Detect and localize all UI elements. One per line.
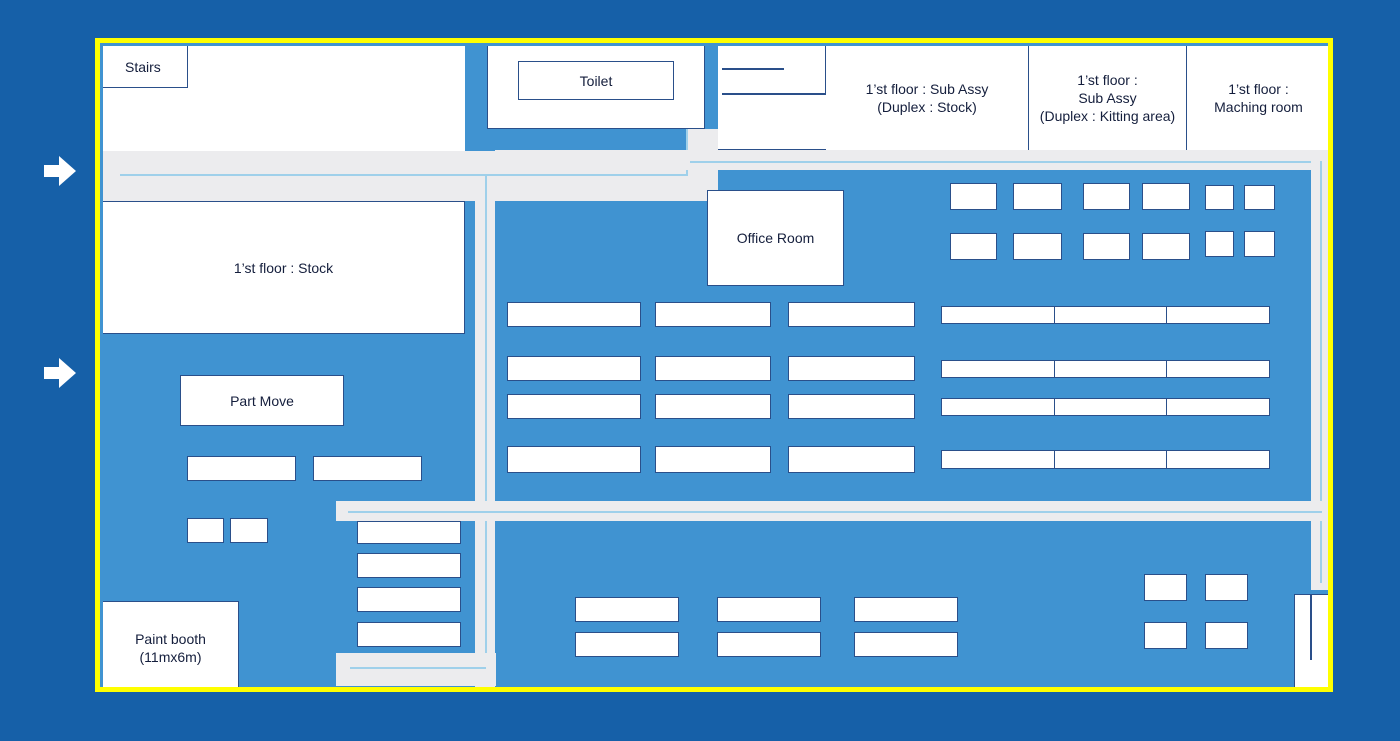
line-table xyxy=(1166,450,1270,469)
work-table xyxy=(507,302,641,327)
shelf xyxy=(357,622,461,647)
path-line xyxy=(348,511,1322,513)
office-room-label: Office Room xyxy=(736,230,815,246)
workbench xyxy=(1244,231,1275,257)
aisle-south xyxy=(336,653,496,686)
line-table xyxy=(1054,360,1167,378)
entrance-arrow-icon xyxy=(44,358,76,388)
office-room: Office Room xyxy=(707,190,844,286)
work-table xyxy=(575,597,679,622)
part-move-room: Part Move xyxy=(180,375,344,426)
work-table xyxy=(854,597,958,622)
wall-line xyxy=(722,68,784,70)
line-table xyxy=(941,398,1055,416)
workbench xyxy=(1244,185,1275,210)
work-table xyxy=(788,394,915,419)
path-line xyxy=(120,174,688,176)
stock-label: 1’st floor : Stock xyxy=(233,259,334,276)
stock-room: 1’st floor : Stock xyxy=(103,201,465,334)
path-line xyxy=(690,161,1320,163)
door-line xyxy=(1310,594,1312,660)
stairs-label: Stairs xyxy=(125,58,161,75)
line-table xyxy=(941,450,1055,469)
workbench xyxy=(1013,183,1062,210)
workbench xyxy=(1083,183,1130,210)
line-table xyxy=(1166,398,1270,416)
path-line xyxy=(485,176,487,676)
aisle-north xyxy=(495,150,1328,170)
workbench xyxy=(187,518,224,543)
workbench xyxy=(1144,622,1187,649)
path-line xyxy=(1320,161,1322,583)
entrance-arrow-icon xyxy=(44,156,76,186)
path-line xyxy=(350,667,486,669)
work-table xyxy=(655,302,771,327)
line-table xyxy=(1166,360,1270,378)
work-table xyxy=(788,356,915,381)
line-table xyxy=(1054,398,1167,416)
work-table xyxy=(717,597,821,622)
work-table xyxy=(854,632,958,657)
workbench xyxy=(1205,574,1248,601)
workbench xyxy=(1142,233,1190,260)
workbench xyxy=(1205,185,1234,210)
workbench xyxy=(950,183,997,210)
shelf xyxy=(357,521,461,544)
sub-assy-stock-room: 1’st floor : Sub Assy (Duplex : Stock) xyxy=(826,46,1028,150)
maching-room-label: 1’st floor : Maching room xyxy=(1214,81,1303,115)
workbench xyxy=(950,233,997,260)
maching-room: 1’st floor : Maching room xyxy=(1187,46,1328,150)
work-table xyxy=(313,456,422,481)
paint-booth-room: Paint booth (11mx6m) xyxy=(103,601,239,687)
work-table xyxy=(788,302,915,327)
wall-line xyxy=(722,93,826,95)
sub-assy-kitting-label: 1’st floor : Sub Assy (Duplex : Kitting … xyxy=(1039,72,1176,124)
workbench xyxy=(1205,231,1234,257)
paint-booth-label: Paint booth (11mx6m) xyxy=(135,631,206,665)
workbench xyxy=(1205,622,1248,649)
toilet-label: Toilet xyxy=(579,72,613,89)
exit-door xyxy=(1294,594,1328,687)
line-table xyxy=(1054,306,1167,324)
workbench xyxy=(1142,183,1190,210)
toilet-room: Toilet xyxy=(518,61,674,100)
sub-assy-stock-label: 1’st floor : Sub Assy (Duplex : Stock) xyxy=(865,81,989,115)
line-table xyxy=(941,360,1055,378)
work-table xyxy=(788,446,915,473)
wall-line xyxy=(825,46,827,94)
work-table xyxy=(507,356,641,381)
work-table xyxy=(717,632,821,657)
aisle-east xyxy=(1311,150,1328,590)
shelf xyxy=(357,553,461,578)
work-table xyxy=(507,394,641,419)
workbench xyxy=(230,518,268,543)
workbench xyxy=(1013,233,1062,260)
work-table xyxy=(575,632,679,657)
workbench xyxy=(1083,233,1130,260)
sub-assy-kitting-room: 1’st floor : Sub Assy (Duplex : Kitting … xyxy=(1028,46,1187,150)
shelf xyxy=(357,587,461,612)
work-table xyxy=(507,446,641,473)
line-table xyxy=(1166,306,1270,324)
workbench xyxy=(1144,574,1187,601)
line-table xyxy=(941,306,1055,324)
floor-plan: Stairs Toilet 1’st floor : Sub Assy (Dup… xyxy=(95,38,1333,692)
work-table xyxy=(655,356,771,381)
line-table xyxy=(1054,450,1167,469)
work-table xyxy=(655,394,771,419)
stairs-room: Stairs xyxy=(103,46,188,88)
part-move-label: Part Move xyxy=(230,392,294,409)
work-table xyxy=(655,446,771,473)
work-table xyxy=(187,456,296,481)
